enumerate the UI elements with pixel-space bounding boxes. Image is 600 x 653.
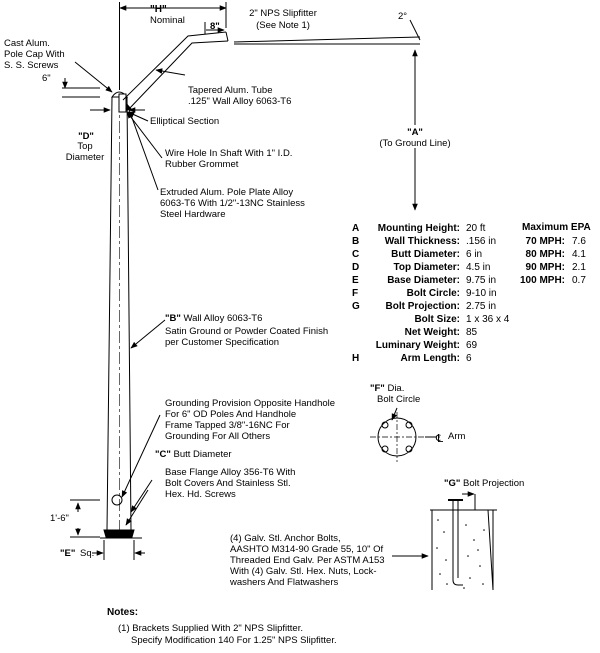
callout-slipfitter-2: (See Note 1) xyxy=(256,20,310,31)
dim-h-nominal: Nominal xyxy=(150,15,185,26)
callout-slipfitter-1: 2" NPS Slipfitter xyxy=(249,8,317,19)
spec-value: 20 ft xyxy=(466,223,486,234)
epa-value: 4.1 xyxy=(572,249,586,260)
spec-label: Luminary Weight: xyxy=(375,340,460,351)
epa-label: 80 MPH: xyxy=(525,249,565,260)
dim-f-label: "F" Dia. xyxy=(370,383,405,394)
epa-label: 100 MPH: xyxy=(519,275,565,286)
dim-e-label: "E" xyxy=(60,548,76,559)
callout-tapered-2: .125" Wall Alloy 6063-T6 xyxy=(188,96,292,107)
callout-anchor-1: (4) Galv. Stl. Anchor Bolts, xyxy=(230,533,341,544)
angle-line xyxy=(233,36,421,43)
spec-value: 69 xyxy=(466,340,478,351)
dim-d-diameter: Diameter xyxy=(65,152,105,163)
spec-label: Top Diameter: xyxy=(393,262,461,273)
epa-value: 2.1 xyxy=(572,262,586,273)
dim-d-top: Top xyxy=(77,141,93,152)
callout-b-wall: "B" Wall Alloy 6063-T6 xyxy=(165,313,263,324)
dim-h-label: "H" xyxy=(150,4,167,15)
callout-base-flange-1: Base Flange Alloy 356-T6 With xyxy=(165,467,296,478)
spec-letter: D xyxy=(352,262,360,273)
spec-value: 85 xyxy=(466,327,478,338)
callout-pole-cap-2: Pole Cap With xyxy=(4,49,65,60)
base-flange xyxy=(103,529,135,538)
handhole xyxy=(111,494,123,506)
callout-grounding-2: For 6" OD Poles And Handhole xyxy=(165,409,297,420)
callout-elliptical: Elliptical Section xyxy=(150,116,220,127)
notes-line-2: Specify Modification 140 For 1.25" NPS S… xyxy=(131,635,337,646)
spec-label: Wall Thickness: xyxy=(384,236,460,247)
dim-a-label: "A" xyxy=(407,127,423,138)
callout-pole-cap-1: Cast Alum. xyxy=(4,38,50,49)
callout-grounding-3: Frame Tapped 3/8"-16NC For xyxy=(165,420,290,431)
spec-value: 1 x 36 x 4 xyxy=(466,314,510,325)
epa-label: 70 MPH: xyxy=(525,236,565,247)
spec-label: Arm Length: xyxy=(400,353,460,364)
spec-value: 9.75 in xyxy=(466,275,497,286)
dim-e-sq: Sq. xyxy=(80,548,95,559)
spec-label: Butt Diameter: xyxy=(391,249,460,260)
notes-line-1: (1) Brackets Supplied With 2" NPS Slipfi… xyxy=(118,623,303,634)
pole-shaft xyxy=(106,96,132,531)
callout-grounding-1: Grounding Provision Opposite Handhole xyxy=(165,398,336,409)
notes-title: Notes: xyxy=(107,607,139,618)
dim-degree: 2° xyxy=(398,11,408,22)
svg-text:℄: ℄ xyxy=(435,433,443,445)
spec-label: Bolt Circle: xyxy=(406,288,460,299)
spec-letter: B xyxy=(352,236,360,247)
callout-pole-cap-3: S. S. Screws xyxy=(4,60,59,71)
callout-pole-plate-3: Steel Hardware xyxy=(160,209,226,220)
dim-d-label: "D" xyxy=(78,131,94,142)
callout-anchor-4: With (4) Galv. Stl. Hex. Nuts, Lock- xyxy=(230,566,377,577)
callout-base-flange-3: Hex. Hd. Screws xyxy=(165,489,236,500)
spec-label: Net Weight: xyxy=(404,327,460,338)
spec-letter: G xyxy=(352,301,360,312)
spec-label: Bolt Size: xyxy=(414,314,460,325)
callout-tapered-1: Tapered Alum. Tube xyxy=(188,85,273,96)
dim-arm: Arm xyxy=(448,431,466,442)
spec-value: 4.5 in xyxy=(466,262,491,273)
spec-letter: H xyxy=(352,353,360,364)
arm-tube xyxy=(122,31,229,111)
callout-b-finish-1: Satin Ground or Powder Coated Finish xyxy=(165,326,329,337)
callout-c-butt: "C" Butt Diameter xyxy=(155,449,232,460)
callout-pole-plate-2: 6063-T6 With 1/2"-13NC Stainless xyxy=(160,198,305,209)
dim-g-label: "G" Bolt Projection xyxy=(444,478,525,489)
pole-plate xyxy=(118,93,127,113)
arm-tip xyxy=(225,31,229,42)
callout-anchor-3: Threaded End Galv. Per ASTM A153 xyxy=(230,555,385,566)
dim-eight: 8" xyxy=(210,21,220,32)
epa-value: 7.6 xyxy=(572,236,586,247)
spec-letter: C xyxy=(352,249,360,260)
spec-value: 6 xyxy=(466,353,472,364)
spec-value: 6 in xyxy=(466,249,483,260)
dim-six: 6" xyxy=(42,73,51,84)
spec-letter: A xyxy=(352,223,360,234)
callout-grounding-4: Grounding For All Others xyxy=(165,431,271,442)
callout-pole-plate-1: Extruded Alum. Pole Plate Alloy xyxy=(160,187,294,198)
spec-value: 2.75 in xyxy=(466,301,497,312)
anchor-bolt xyxy=(452,500,463,586)
spec-value: 9-10 in xyxy=(466,288,497,299)
epa-value: 0.7 xyxy=(572,275,586,286)
callout-anchor-2: AASHTO M314-90 Grade 55, 10" Of xyxy=(230,544,384,555)
callout-wire-hole-1: Wire Hole In Shaft With 1" I.D. xyxy=(165,148,293,159)
callout-wire-hole-2: Rubber Grommet xyxy=(165,159,239,170)
dim-f-bolt-circle: Bolt Circle xyxy=(377,394,421,405)
spec-label: Mounting Height: xyxy=(377,223,460,234)
spec-label: Base Diameter: xyxy=(387,275,460,286)
callout-b-finish-2: per Customer Specification xyxy=(165,337,280,348)
callout-base-flange-2: Bolt Covers And Stainless Stl. xyxy=(165,478,291,489)
callout-anchor-5: washers And Flatwashers xyxy=(230,577,339,588)
epa-title: Maximum EPA xyxy=(522,222,591,233)
spec-label: Bolt Projection: xyxy=(385,301,460,312)
dim-one-six: 1'-6" xyxy=(50,513,69,524)
dim-a-sub: (To Ground Line) xyxy=(379,138,451,149)
foundation xyxy=(432,510,492,590)
epa-label: 90 MPH: xyxy=(525,262,565,273)
spec-letter: E xyxy=(352,275,359,286)
spec-letter: F xyxy=(352,288,359,299)
spec-value: .156 in xyxy=(466,236,497,247)
